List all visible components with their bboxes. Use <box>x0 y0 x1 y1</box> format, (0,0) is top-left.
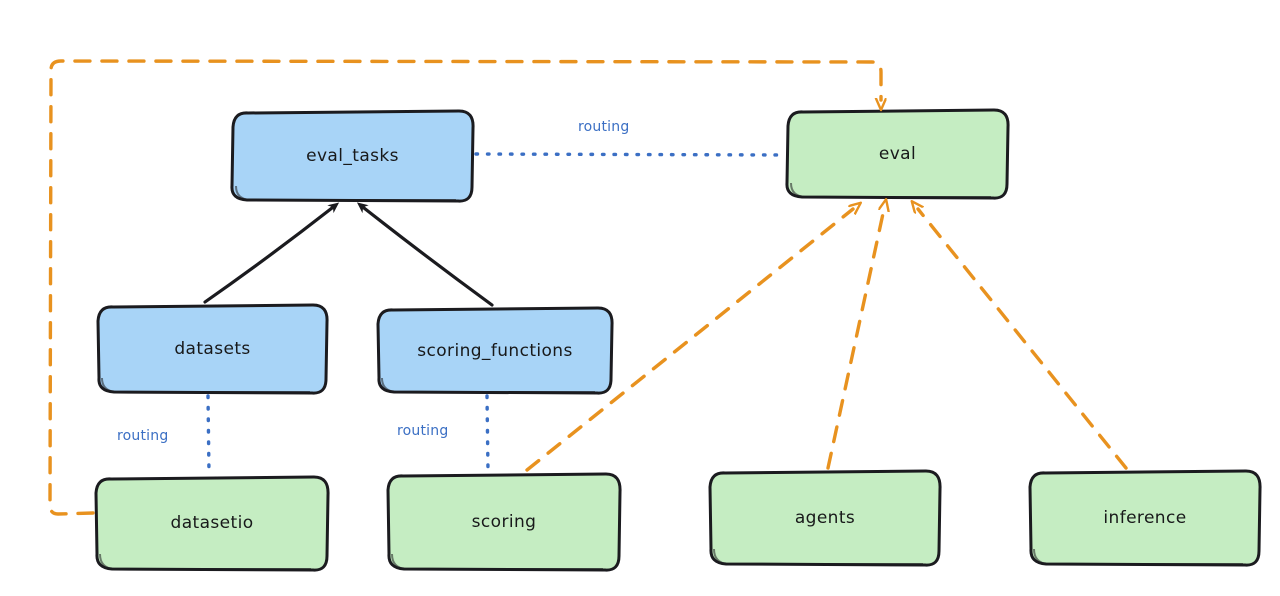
node-shape <box>230 109 475 203</box>
edge-label-routing-datasets: routing <box>117 428 169 444</box>
node-sketch-stroke <box>381 377 595 393</box>
node-sketch-stroke <box>790 182 991 198</box>
node-sketch-stroke <box>99 553 311 570</box>
node-agents[interactable] <box>708 469 942 567</box>
node-eval-tasks[interactable] <box>230 109 475 203</box>
nodes-layer <box>94 108 1262 572</box>
node-scoring[interactable] <box>386 472 622 572</box>
node-sketch-stroke <box>1033 548 1243 565</box>
node-inference[interactable] <box>1028 469 1262 567</box>
edge-scoring-functions-to-scoring-routing <box>485 394 490 473</box>
edges-layer <box>48 59 1128 516</box>
edge-eval-tasks-to-eval-routing <box>474 152 786 157</box>
edge-scoring-functions-to-eval-tasks <box>356 202 494 307</box>
edge-scoring-to-eval <box>525 209 853 472</box>
node-shape <box>376 306 614 395</box>
node-shape <box>1028 469 1262 567</box>
node-shape <box>708 469 942 567</box>
node-datasets[interactable] <box>96 303 329 395</box>
edge-inference-to-eval <box>918 209 1128 470</box>
node-shape <box>386 472 622 572</box>
node-shape <box>94 475 330 572</box>
node-eval[interactable] <box>785 108 1010 200</box>
node-sketch-stroke <box>713 548 923 565</box>
node-sketch-stroke <box>391 553 603 570</box>
edge-datasetio-to-eval <box>48 59 881 516</box>
node-sketch-stroke <box>235 185 456 201</box>
edge-datasets-to-eval-tasks <box>203 202 340 304</box>
node-scoring-functions[interactable] <box>376 306 614 395</box>
edge-datasets-to-datasetio-routing <box>206 394 211 476</box>
node-shape <box>785 108 1010 200</box>
node-datasetio[interactable] <box>94 475 330 572</box>
edge-label-routing-scoring-functions: routing <box>397 423 449 439</box>
edge-label-routing-eval-tasks: routing <box>578 119 630 135</box>
node-shape <box>96 303 329 395</box>
node-sketch-stroke <box>101 377 310 393</box>
edge-agents-to-eval <box>826 209 884 470</box>
